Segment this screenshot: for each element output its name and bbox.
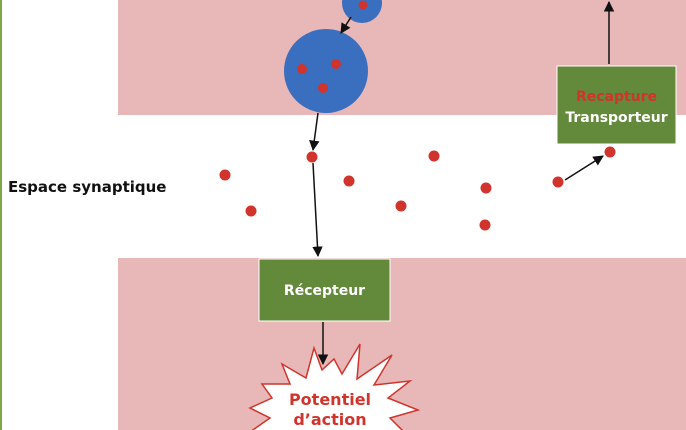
receptor-label: Récepteur [284, 283, 365, 299]
neurotransmitter-molecule [552, 176, 564, 188]
neurotransmitter-molecule [318, 83, 328, 93]
neurotransmitter-molecule [395, 200, 407, 212]
transporter-label: Transporteur [565, 110, 667, 126]
arrow-to-transporter [564, 155, 604, 181]
neurotransmitter-molecule [604, 146, 616, 158]
transporter-box: Recapture Transporteur [556, 65, 677, 145]
arrow-to-receptor [312, 162, 323, 258]
neurotransmitters-in-cleft [219, 146, 616, 231]
cleft-label: Espace synaptique [8, 178, 166, 196]
neurotransmitter-molecule [428, 150, 440, 162]
action-potential-burst: Potentiel d’action [248, 343, 421, 430]
neurotransmitter-molecule [358, 0, 368, 10]
receptor-box: Récepteur [258, 258, 391, 322]
action-potential-line2: d’action [293, 410, 366, 429]
neurotransmitter-molecule [306, 151, 318, 163]
postsynaptic-membrane [118, 258, 686, 430]
neurotransmitter-molecule [297, 64, 307, 74]
neurotransmitter-molecule [343, 175, 355, 187]
vesicle-small [342, 0, 382, 23]
neurotransmitter-molecule [219, 169, 231, 181]
vesicle-large [284, 29, 368, 113]
neurotransmitter-molecule [480, 182, 492, 194]
neurotransmitter-molecule [331, 59, 341, 69]
neurotransmitter-molecule [479, 219, 491, 231]
arrow-vesicle-migration [340, 16, 352, 34]
neurotransmitter-molecule [245, 205, 257, 217]
recapture-label: Recapture [576, 89, 657, 105]
action-potential-line1: Potentiel [289, 390, 371, 409]
arrow-release [309, 112, 320, 152]
